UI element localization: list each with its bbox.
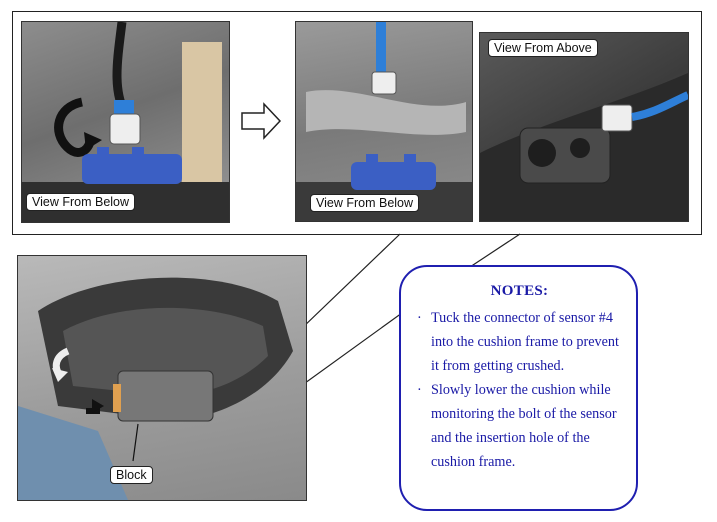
top-photo-frame — [12, 11, 702, 235]
notes-list: · Tuck the connector of sensor #4 into t… — [417, 306, 622, 474]
photo-illustration — [22, 22, 229, 222]
photo-illustration — [296, 22, 472, 221]
bullet-icon: · — [417, 310, 422, 326]
photo-view-from-above: View From Above — [479, 32, 689, 222]
photo-view-from-below-1: View From Below — [21, 21, 230, 223]
photo-view-from-below-2: View From Below — [295, 21, 473, 222]
caption-view-from-below-1: View From Below — [26, 193, 136, 211]
notes-box: NOTES: · Tuck the connector of sensor #4… — [399, 265, 638, 511]
notes-item-text: Slowly lower the cushion while monitorin… — [431, 382, 617, 470]
caption-block: Block — [110, 466, 153, 484]
photo-illustration — [18, 277, 293, 500]
caption-view-from-below-2: View From Below — [310, 194, 420, 212]
notes-title: NOTES: — [490, 283, 549, 299]
bullet-icon: · — [417, 382, 422, 398]
photo-seat-cushion: Block — [17, 255, 307, 501]
notes-item: · Slowly lower the cushion while monitor… — [417, 378, 622, 474]
photo-illustration — [480, 73, 688, 221]
notes-item: · Tuck the connector of sensor #4 into t… — [417, 306, 622, 378]
right-arrow-icon — [241, 102, 282, 140]
notes-item-text: Tuck the connector of sensor #4 into the… — [431, 310, 619, 374]
caption-view-from-above: View From Above — [488, 39, 598, 57]
